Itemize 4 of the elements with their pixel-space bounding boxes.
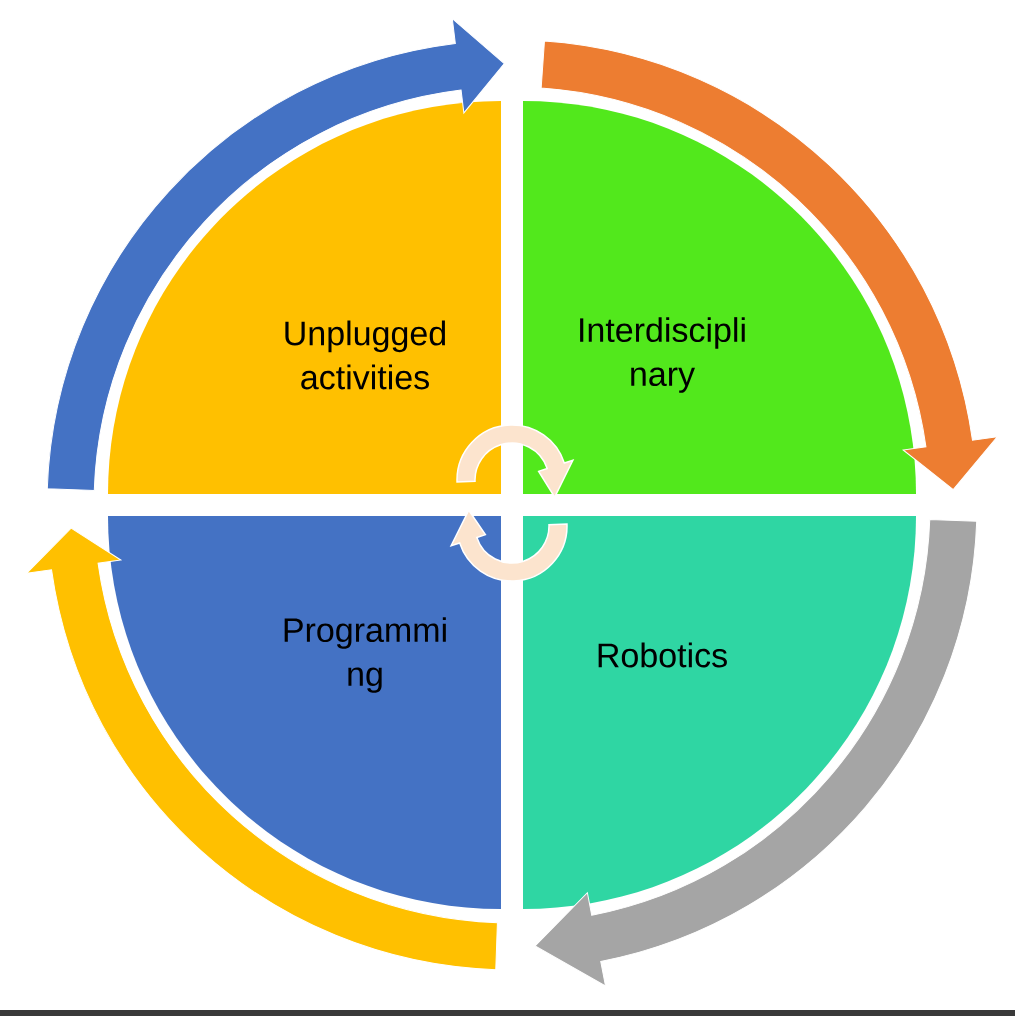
quadrant-sector: Robotics	[523, 516, 916, 909]
quadrant-sector: Unplugged activities	[108, 101, 501, 494]
quadrant-sector: Programmi ng	[108, 516, 501, 909]
quadrant-sector: Interdiscipli nary	[523, 101, 916, 494]
